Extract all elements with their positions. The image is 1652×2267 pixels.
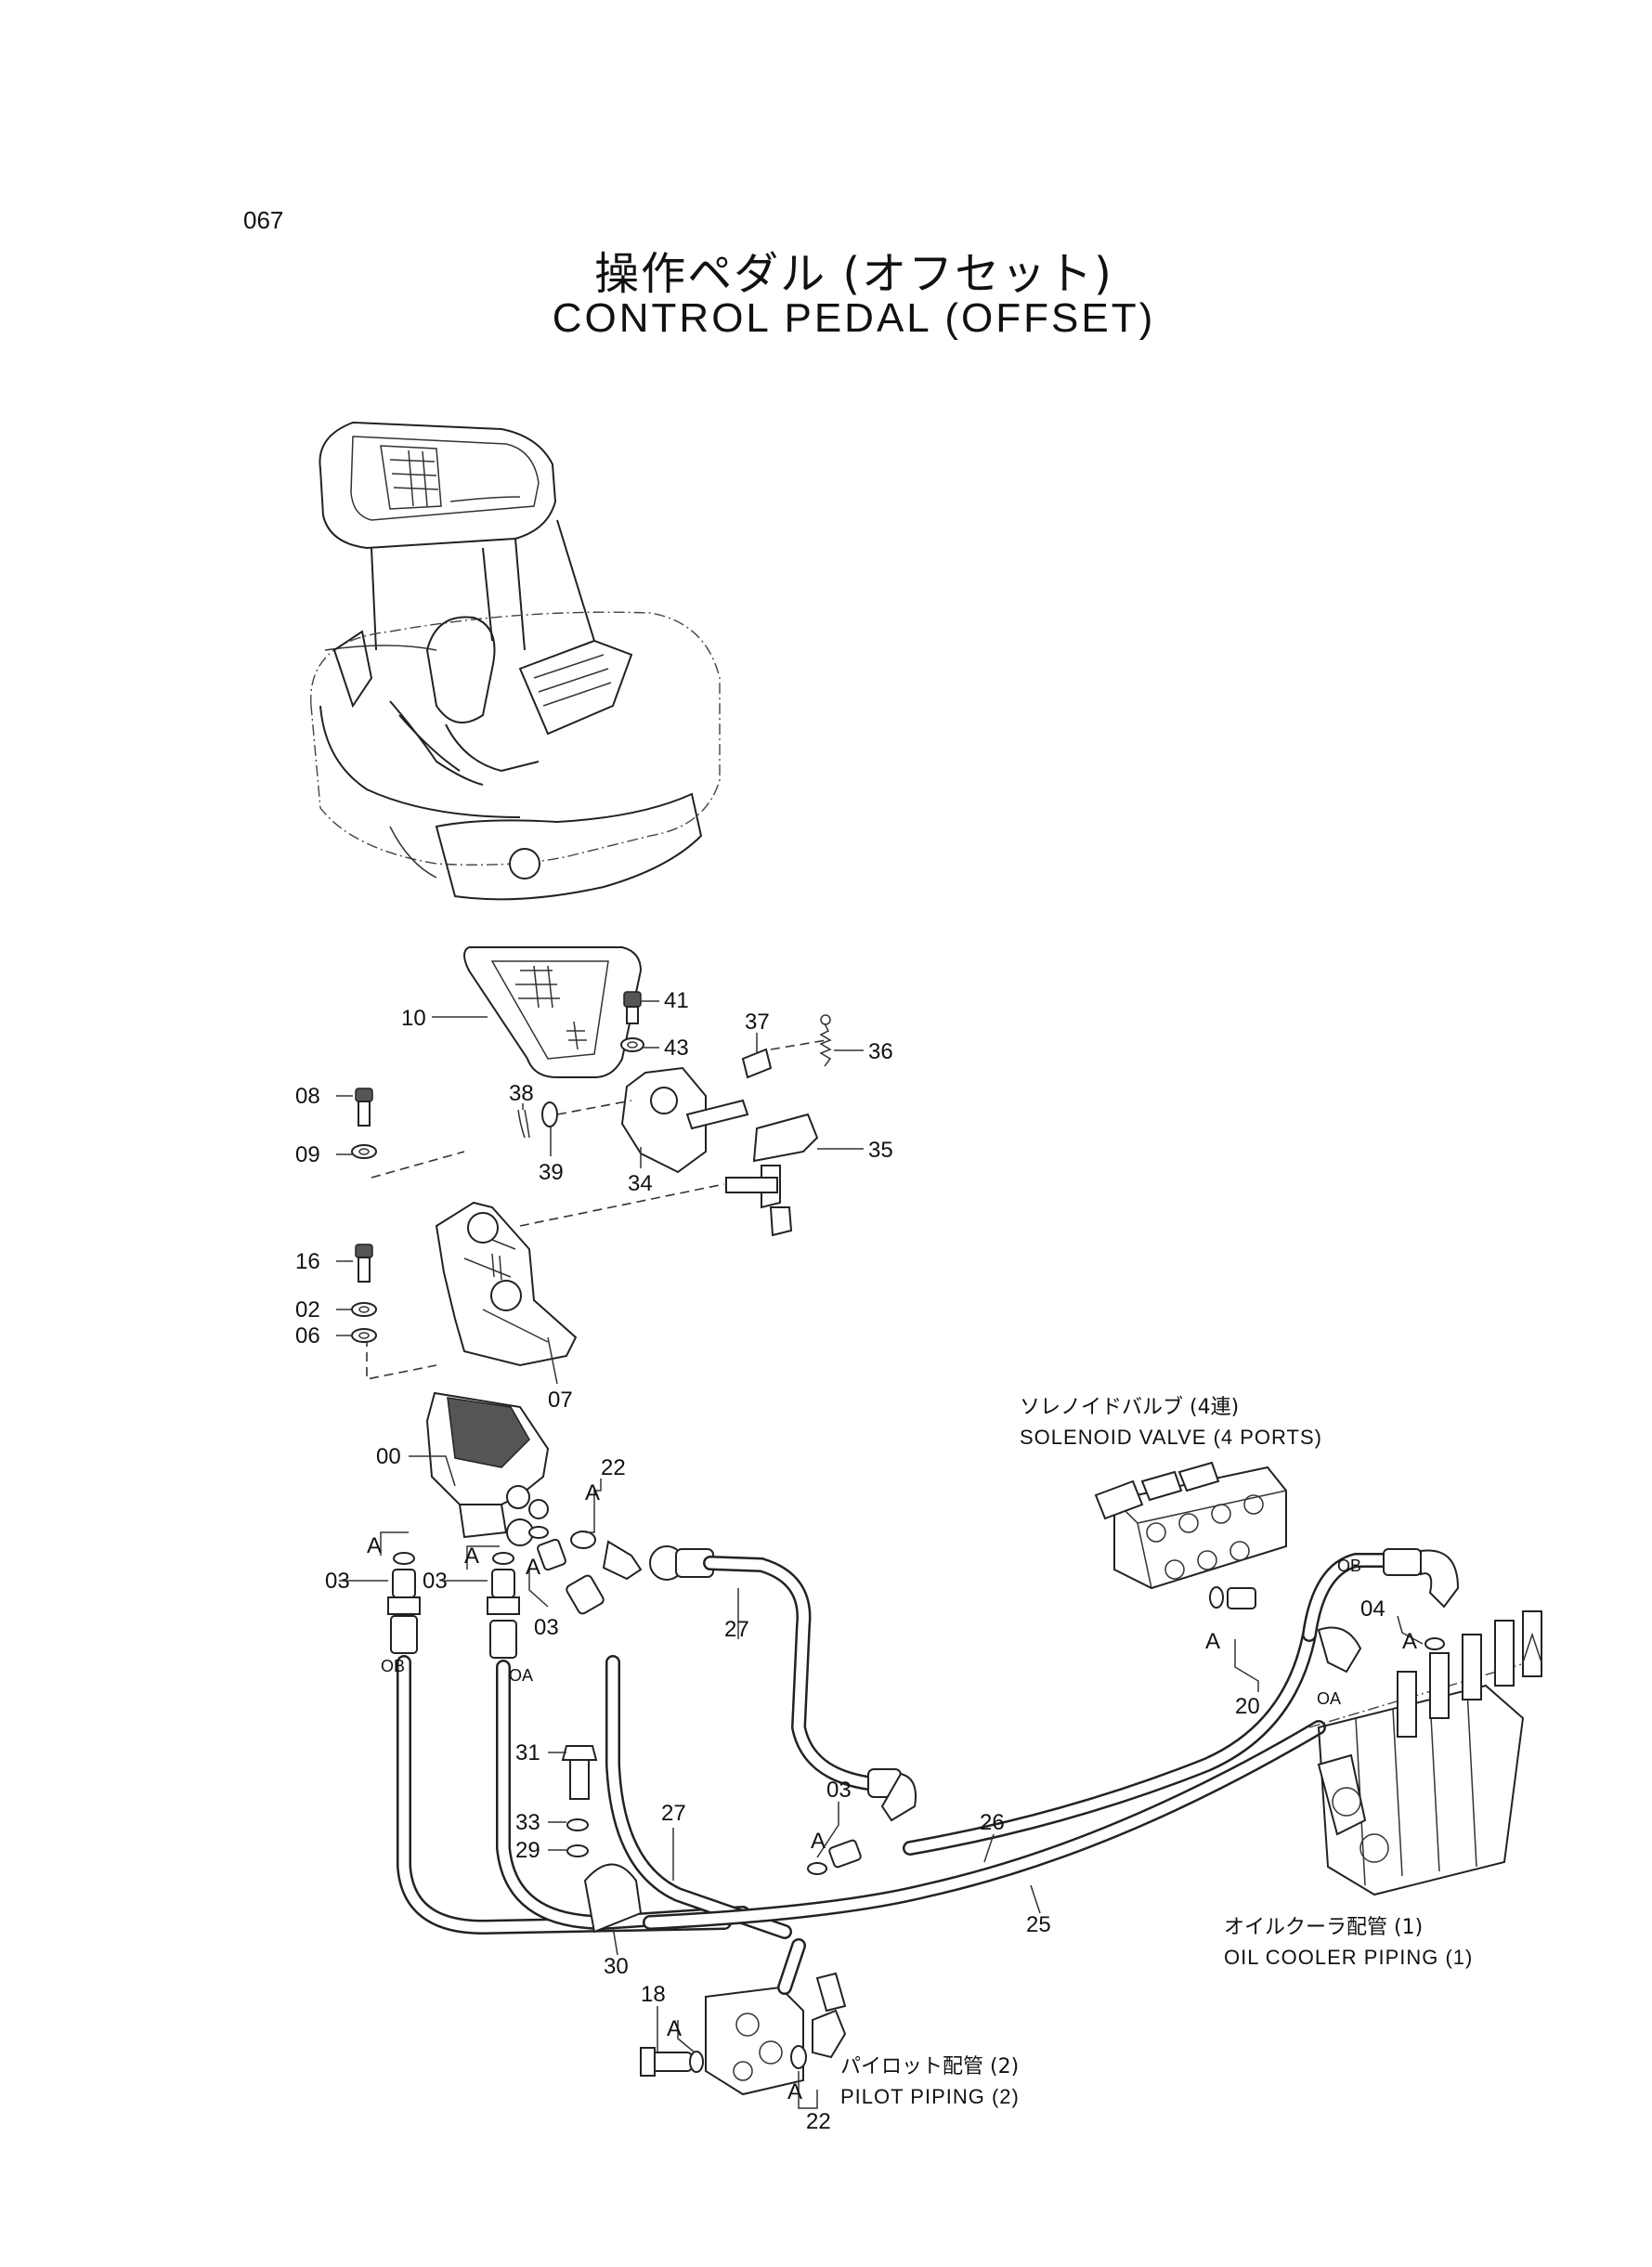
callout-39: 39 [539,1160,564,1185]
port-label-a: A [811,1829,826,1854]
callout-37: 37 [745,1010,770,1035]
callout-03-lower: 03 [826,1778,852,1803]
callout-43: 43 [664,1036,689,1061]
callout-03-left: 03 [325,1569,350,1594]
port-label-a: A [526,1555,540,1580]
callout-00: 00 [376,1444,401,1469]
port-label-oa: OA [1317,1689,1341,1708]
callout-36: 36 [868,1039,893,1064]
port-label-ob: OB [381,1657,405,1675]
port-label-ob: OB [1337,1557,1361,1575]
callout-03-mid: 03 [423,1569,448,1594]
callout-07: 07 [548,1388,573,1413]
port-label-a: A [367,1533,382,1558]
callout-02: 02 [295,1297,320,1322]
title-english: CONTROL PEDAL (OFFSET) [552,295,1156,341]
callout-08: 08 [295,1084,320,1109]
callout-20: 20 [1235,1694,1260,1719]
callout-22-top: 22 [601,1455,626,1480]
excavator-overview [310,421,721,901]
callout-09: 09 [295,1142,320,1167]
pedal-assembly [351,946,832,1546]
port-label-a: A [464,1544,479,1569]
page-number: 067 [243,206,284,234]
callout-25: 25 [1026,1912,1051,1937]
solenoid-valve [1094,1461,1460,1674]
callout-06: 06 [295,1323,320,1348]
leader-lines [336,1000,1424,2109]
port-label-a: A [1402,1629,1417,1654]
hoses-and-fittings [387,1526,1400,2096]
callout-27-top: 27 [724,1617,749,1642]
callout-30: 30 [604,1954,629,1979]
callout-10: 10 [401,1006,426,1031]
note-oil-cooler-jp: オイルクーラ配管 (1) [1224,1916,1423,1939]
note-pilot-en: PILOT PIPING (2) [840,2085,1020,2108]
note-oil-cooler-en: OIL COOLER PIPING (1) [1224,1946,1473,1969]
note-solenoid-en: SOLENOID VALVE (4 PORTS) [1020,1426,1322,1449]
callout-41: 41 [664,988,689,1013]
port-label-a: A [1205,1629,1220,1654]
callout-16: 16 [295,1249,320,1274]
title-japanese: 操作ペダル (オフセット) [594,248,1113,300]
callout-31: 31 [515,1740,540,1765]
callout-04: 04 [1360,1596,1385,1622]
callout-34: 34 [628,1171,653,1196]
callout-33: 33 [515,1810,540,1835]
callout-18: 18 [641,1982,666,2007]
port-label-a: A [787,2079,802,2104]
notes: ソレノイドバルブ (4連) SOLENOID VALVE (4 PORTS) オ… [840,1396,1473,2108]
control-valve-bank [1308,1610,1542,1896]
note-pilot-jp: パイロット配管 (2) [840,2055,1019,2078]
note-solenoid-jp: ソレノイドバルブ (4連) [1020,1396,1239,1419]
port-label-a: A [585,1480,600,1505]
callout-27-bottom: 27 [661,1801,686,1826]
callout-35: 35 [868,1138,893,1163]
port-label-a: A [667,2016,682,2041]
callout-03-right: 03 [534,1615,559,1640]
port-labels: A A A A A A A A A OB OA OB OA [367,1480,1417,2104]
callout-22-bottom: 22 [806,2109,831,2134]
callout-38: 38 [509,1081,534,1106]
callouts: 41 43 37 36 10 38 39 34 35 08 09 16 02 0… [295,988,1385,2134]
callout-29: 29 [515,1838,540,1863]
callout-26: 26 [980,1810,1005,1835]
port-label-oa: OA [509,1666,533,1685]
